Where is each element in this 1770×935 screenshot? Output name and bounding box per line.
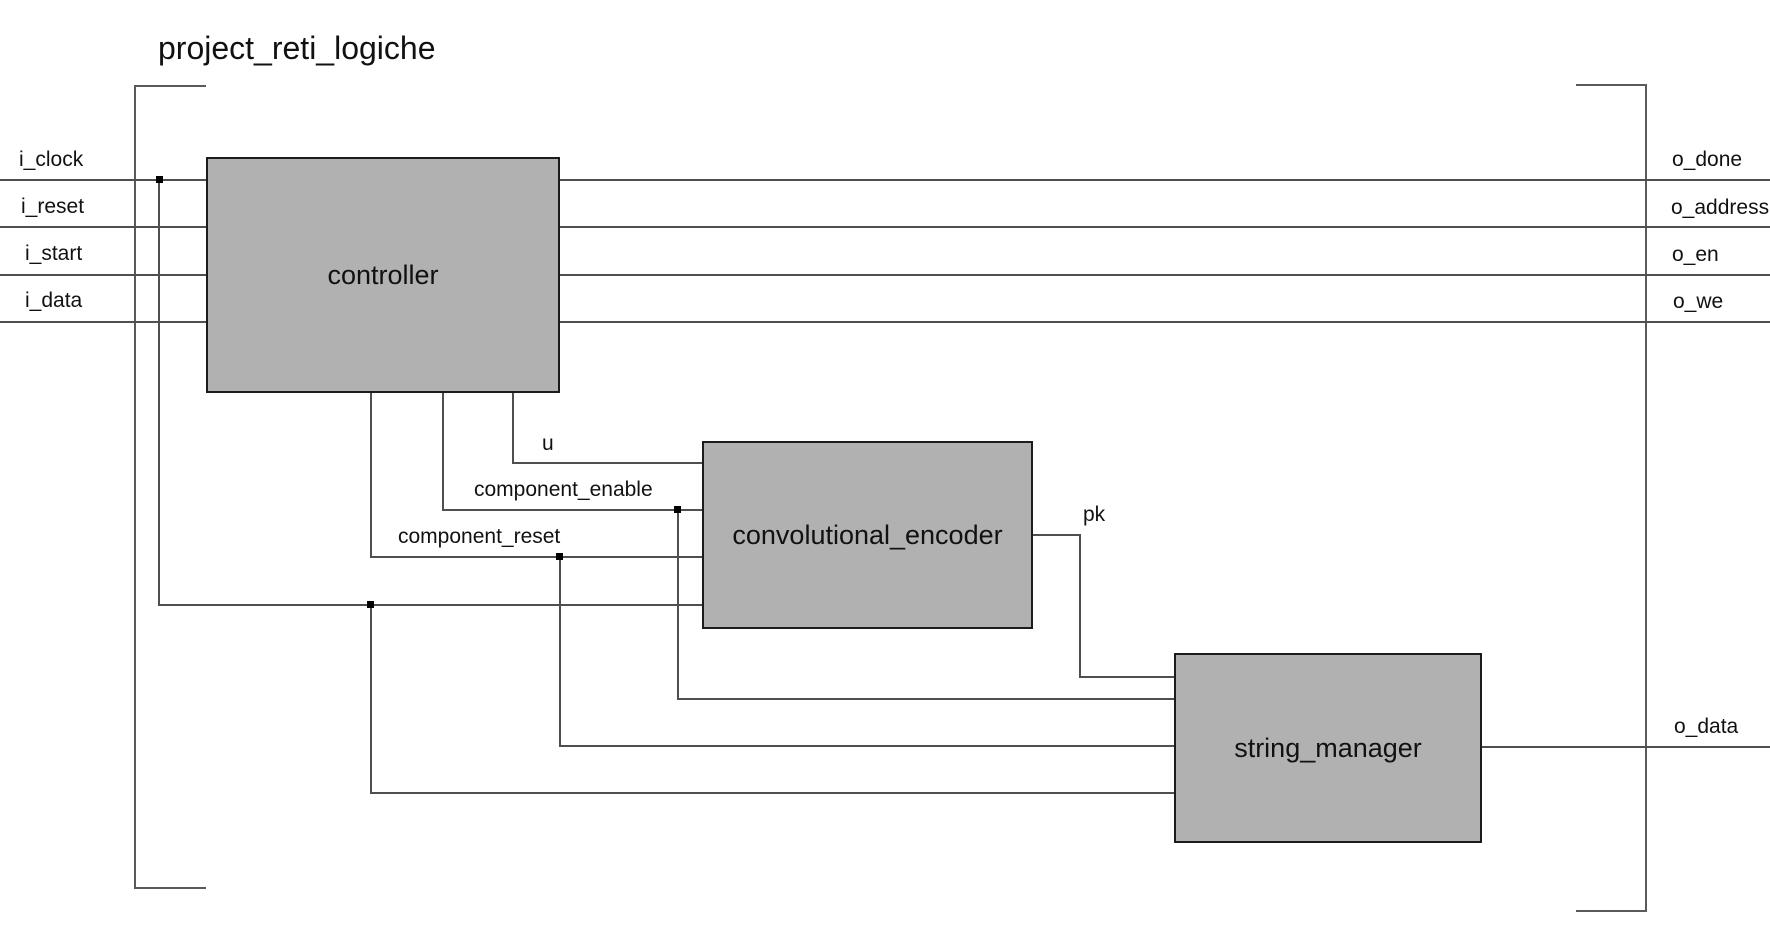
port-label-i-data: i_data [25, 289, 83, 312]
junction-i-clock-branch [367, 601, 374, 608]
port-label-i-reset: i_reset [21, 195, 85, 218]
boundary-top-right-arm [1576, 84, 1647, 86]
i-clock-bus-wire [0, 179, 1770, 181]
i-start-bus-wire [0, 274, 1770, 276]
block-convolutional-encoder-label: convolutional_encoder [732, 519, 1003, 550]
boundary-bottom-right-arm [1576, 910, 1647, 912]
pk-signal-horizontal [1033, 534, 1081, 536]
block-controller-label: controller [327, 259, 439, 290]
signal-label-component-reset: component_reset [398, 525, 561, 548]
signal-label-u: u [542, 432, 554, 455]
boundary-bottom-left-arm [134, 887, 206, 889]
component-enable-branch-vertical [677, 510, 679, 700]
port-label-o-address: o_address [1671, 196, 1770, 219]
pk-to-string-manager-wire [1079, 676, 1174, 678]
port-label-o-we: o_we [1673, 290, 1724, 313]
block-string-manager-label: string_manager [1234, 732, 1422, 763]
boundary-right-vertical [1645, 84, 1647, 912]
pk-signal-vertical [1079, 534, 1081, 678]
component-enable-to-string-manager-wire [677, 698, 1174, 700]
u-signal-horizontal [512, 462, 702, 464]
block-controller: controller [206, 157, 560, 393]
component-reset-branch-vertical [559, 557, 561, 747]
boundary-top-left-arm [134, 85, 206, 87]
component-enable-vertical [442, 393, 444, 510]
block-string-manager: string_manager [1174, 653, 1482, 843]
u-signal-vertical [512, 393, 514, 463]
component-reset-to-string-manager-wire [559, 745, 1174, 747]
port-label-o-done: o_done [1672, 148, 1743, 171]
signal-label-component-enable: component_enable [474, 478, 653, 501]
o-data-wire [1482, 746, 1770, 748]
i-clock-to-string-manager-wire [370, 792, 1174, 794]
port-label-i-clock: i_clock [19, 148, 84, 171]
junction-component-enable-branch [674, 506, 681, 513]
i-clock-branch2-vertical [370, 605, 372, 793]
junction-component-reset-branch [556, 553, 563, 560]
i-data-bus-wire [0, 321, 1770, 323]
page-title: project_reti_logiche [158, 30, 436, 66]
port-label-o-data: o_data [1674, 715, 1739, 738]
component-reset-vertical [370, 393, 372, 558]
component-reset-horizontal [370, 556, 702, 558]
signal-label-pk: pk [1083, 503, 1106, 526]
boundary-left-vertical [134, 85, 136, 889]
port-label-i-start: i_start [25, 242, 83, 265]
i-reset-bus-wire [0, 226, 1770, 228]
component-enable-horizontal [442, 509, 702, 511]
block-convolutional-encoder: convolutional_encoder [702, 441, 1033, 629]
port-label-o-en: o_en [1672, 243, 1719, 266]
junction-i-clock-tap [156, 176, 163, 183]
i-clock-branch-vertical [158, 180, 160, 605]
i-clock-to-encoder-wire [158, 604, 702, 606]
